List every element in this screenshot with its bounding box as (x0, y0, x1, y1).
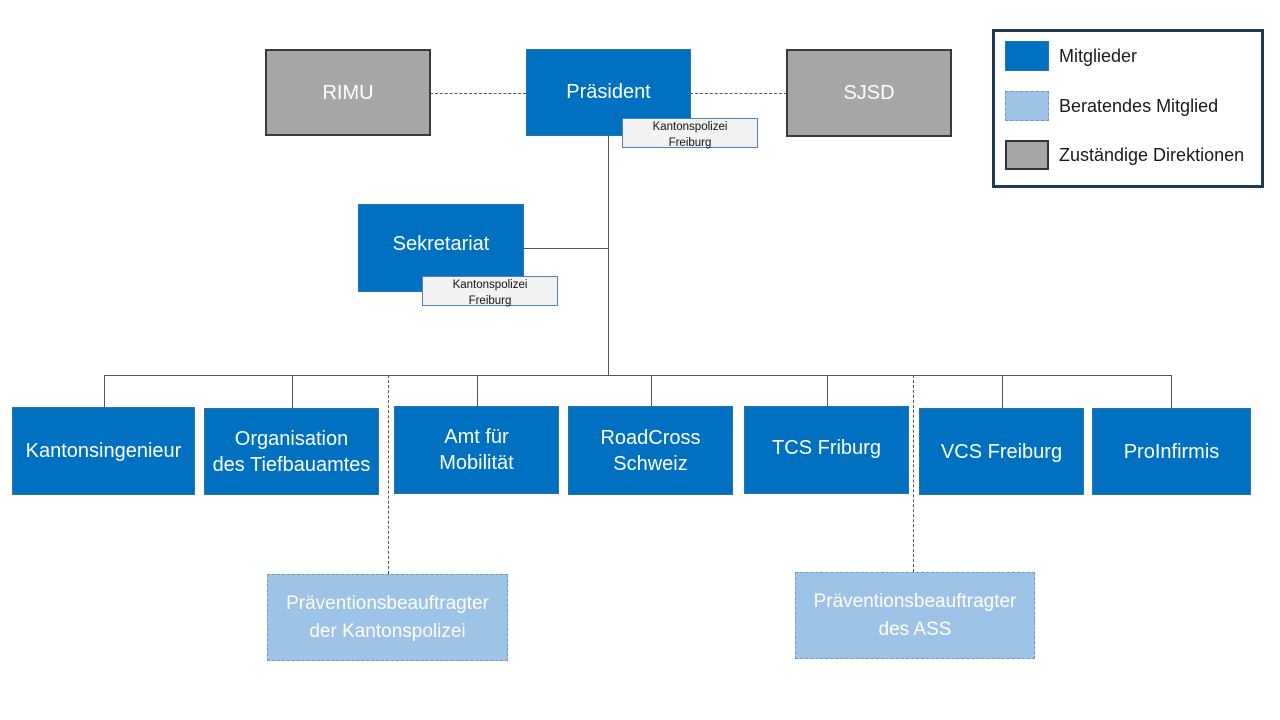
advisory-label-line2: des ASS (878, 618, 952, 640)
legend-label: Beratendes Mitglied (1059, 95, 1219, 116)
member-label-line2: Schweiz (613, 452, 688, 475)
member-kantonsingenieur[interactable]: Kantonsingenieur (12, 407, 195, 495)
member-label-line1: VCS Freiburg (940, 440, 1063, 463)
member-label-line2: des Tiefbauamtes (212, 453, 371, 476)
connector-member-7 (1171, 375, 1172, 408)
legend-swatch-directorates (1005, 140, 1049, 170)
member-label-line1: TCS Friburg (772, 437, 881, 459)
legend-label: Zuständige Direktionen (1059, 144, 1245, 165)
president-label: Präsident (566, 80, 651, 103)
president-box[interactable]: Präsident (526, 49, 691, 136)
member-tiefbauamt[interactable]: Organisation des Tiefbauamtes (204, 408, 379, 495)
member-tcs-friburg[interactable]: TCS Friburg (744, 406, 909, 494)
member-label-line1: Kantonsingenieur (25, 440, 182, 462)
advisory-ass[interactable]: Präventionsbeauftragter des ASS (795, 572, 1035, 659)
member-vcs-freiburg[interactable]: VCS Freiburg (919, 408, 1084, 495)
member-label-line2: Mobilität (439, 452, 514, 474)
president-tag-line2: Freiburg (668, 136, 712, 149)
secretariat-tag-line1: Kantonspolizei (452, 279, 528, 291)
legend-swatch-advisory (1005, 91, 1049, 121)
secretariat-tag-line2: Freiburg (468, 294, 512, 307)
member-label-line1: Amt für (444, 426, 509, 448)
member-proinfirmis[interactable]: ProInfirmis (1092, 408, 1251, 495)
connector-members-bus (104, 375, 1172, 376)
advisory-label-line1: Präventionsbeauftragter (286, 592, 489, 614)
connector-member-5 (827, 375, 828, 408)
directorate-rimu[interactable]: RIMU (265, 49, 431, 136)
legend: Mitglieder Beratendes Mitglied Zuständig… (992, 29, 1264, 188)
legend-item-directorates: Zuständige Direktionen (1005, 140, 1244, 170)
connector-advisory-1 (388, 375, 389, 574)
connector-member-3 (477, 375, 478, 407)
legend-item-advisory: Beratendes Mitglied (1005, 91, 1218, 121)
advisory-label-line1: Präventionsbeauftragter (813, 590, 1017, 612)
connector-president-trunk (608, 136, 609, 376)
connector-rimu-president (430, 93, 526, 94)
president-tag-line1: Kantonspolizei (652, 121, 728, 133)
member-roadcross[interactable]: RoadCross Schweiz (568, 406, 733, 495)
member-amt-fuer-mobilitaet[interactable]: Amt für Mobilität (394, 406, 559, 494)
connector-president-sjsd (690, 93, 787, 94)
directorate-sjsd-label: SJSD (843, 82, 895, 104)
connector-member-6 (1002, 375, 1003, 408)
member-label-line1: Organisation (234, 427, 349, 450)
advisory-kantonspolizei[interactable]: Präventionsbeauftragter der Kantonspoliz… (267, 574, 508, 661)
legend-item-members: Mitglieder (1005, 41, 1137, 71)
connector-advisory-2 (913, 375, 914, 572)
connector-member-4 (651, 375, 652, 407)
connector-member-2 (292, 375, 293, 408)
directorate-sjsd[interactable]: SJSD (786, 49, 952, 137)
member-label-line1: RoadCross (600, 426, 701, 449)
member-label-line1: ProInfirmis (1123, 440, 1220, 463)
legend-label: Mitglieder (1059, 45, 1138, 66)
secretariat-affiliation-tag: Kantonspolizei Freiburg (422, 276, 558, 307)
directorate-rimu-label: RIMU (322, 81, 374, 104)
legend-swatch-members (1005, 41, 1049, 71)
advisory-label-line2: der Kantonspolizei (309, 620, 466, 642)
connector-member-1 (104, 375, 105, 408)
connector-secretariat (523, 248, 609, 249)
secretariat-label: Sekretariat (392, 233, 490, 255)
president-affiliation-tag: Kantonspolizei Freiburg (622, 118, 758, 149)
